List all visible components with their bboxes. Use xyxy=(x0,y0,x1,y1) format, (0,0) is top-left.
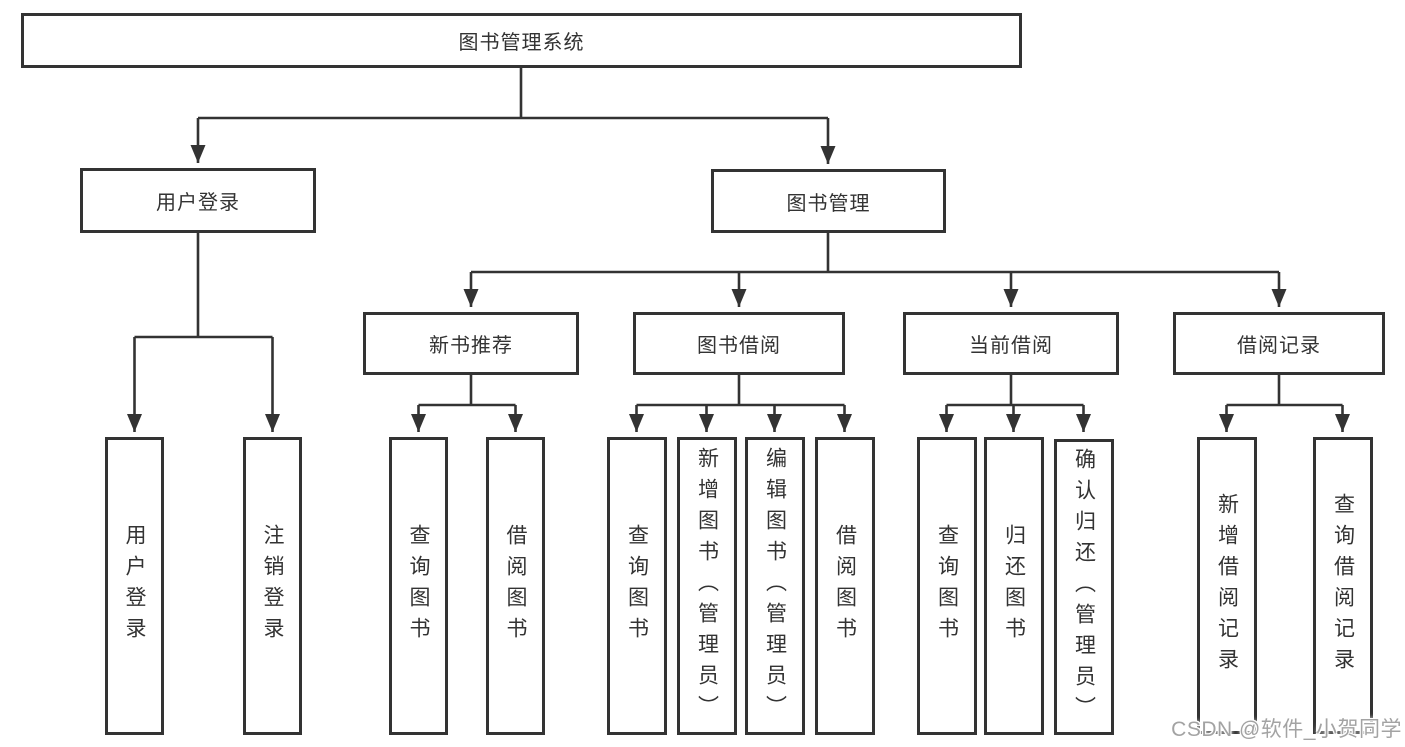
node-root-library-system: 图书管理系统 xyxy=(21,13,1022,68)
node-book-management: 图书管理 xyxy=(711,169,946,233)
leaf-borrow-edit-books-admin: 编辑图书（管理员） xyxy=(745,437,805,735)
leaf-current-query-books: 查询图书 xyxy=(917,437,977,735)
leaf-borrow-add-books-admin: 新增图书（管理员） xyxy=(677,437,737,735)
leaf-user-login: 用户登录 xyxy=(105,437,164,735)
node-borrow-records: 借阅记录 xyxy=(1173,312,1385,375)
connector-book-management-branch xyxy=(463,233,1287,307)
connector-root-to-level2 xyxy=(190,68,836,164)
leaf-current-confirm-return-admin: 确认归还（管理员） xyxy=(1054,439,1114,735)
connector-book-borrow-branch xyxy=(629,375,852,432)
leaf-recommend-borrow-books: 借阅图书 xyxy=(486,437,545,735)
node-current-borrow: 当前借阅 xyxy=(903,312,1119,375)
leaf-recommend-query-books: 查询图书 xyxy=(389,437,448,735)
connector-borrow-records-branch xyxy=(1219,375,1350,432)
leaf-borrow-borrow-books: 借阅图书 xyxy=(815,437,875,735)
leaf-current-return-books: 归还图书 xyxy=(984,437,1044,735)
connector-current-borrow-branch xyxy=(939,375,1091,432)
node-book-borrow: 图书借阅 xyxy=(633,312,845,375)
leaf-borrow-query-books: 查询图书 xyxy=(607,437,667,735)
connector-user-login-branch xyxy=(127,233,280,432)
csdn-watermark: CSDN @软件_小贺同学 xyxy=(1171,718,1402,741)
connector-new-book-recommend-branch xyxy=(411,375,523,432)
leaf-logout: 注销登录 xyxy=(243,437,302,735)
leaf-records-query-record: 查询借阅记录 xyxy=(1313,437,1373,734)
node-new-book-recommend: 新书推荐 xyxy=(363,312,579,375)
leaf-records-add-record: 新增借阅记录 xyxy=(1197,437,1257,734)
node-user-login: 用户登录 xyxy=(80,168,316,233)
